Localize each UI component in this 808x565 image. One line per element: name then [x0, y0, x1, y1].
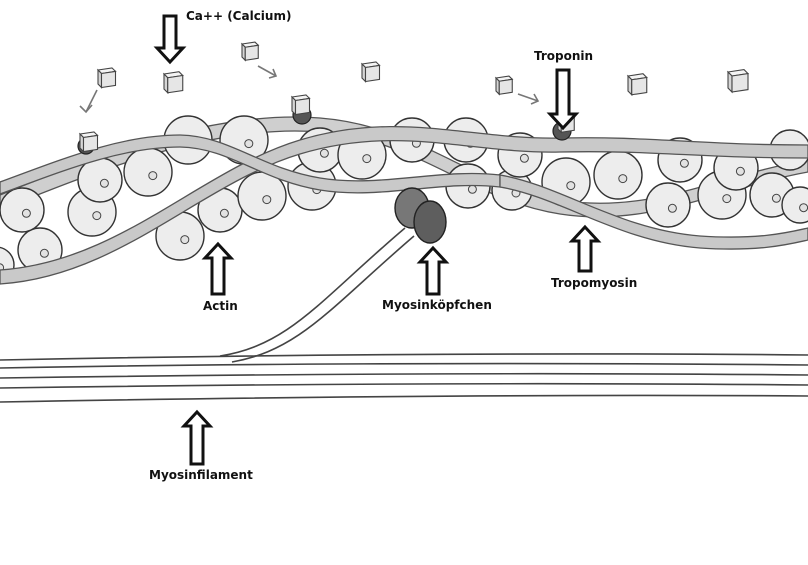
cube-icon — [78, 131, 99, 153]
actin-bead-dot — [519, 153, 529, 163]
actin-bead — [781, 186, 808, 224]
actin-bead-dot — [148, 171, 158, 181]
actin-bead-dot — [219, 208, 229, 218]
actin-bead-dot — [262, 195, 272, 205]
cube-icon — [290, 94, 311, 116]
label-actin: Actin — [203, 299, 238, 313]
actin-bead-dot — [566, 181, 576, 191]
motion-arrows — [79, 65, 540, 114]
actin-bead-dot — [21, 208, 31, 218]
actin-bead-dot — [99, 178, 109, 188]
pointer-arrows — [153, 14, 602, 466]
actin-bead-dot — [180, 235, 190, 245]
actin-bead-dot — [799, 203, 808, 213]
tropomyosin-strand-back — [0, 116, 808, 218]
actin-bead-dot — [667, 203, 677, 213]
tropomyosin-strand-front — [0, 125, 808, 285]
outline-arrow-icon — [416, 245, 450, 296]
actin-beads — [0, 115, 808, 284]
actin-bead-dot — [467, 184, 477, 194]
cube-icon — [726, 69, 750, 94]
actin-bead — [0, 187, 45, 233]
actin-bead-dot — [39, 248, 49, 258]
label-calcium: Ca++ (Calcium) — [186, 9, 291, 23]
actin-bead-dot — [679, 158, 689, 168]
actin-bead-dot — [735, 166, 745, 176]
myosin-neck — [219, 227, 415, 363]
outline-arrow-icon — [201, 241, 235, 296]
actin-bead — [593, 150, 643, 200]
cube-icon — [494, 75, 514, 96]
myosin-filament — [0, 353, 808, 403]
cube-icon — [240, 41, 260, 62]
actin-bead-dot — [771, 193, 781, 203]
actin-bead-dot — [722, 194, 732, 204]
outline-arrow-icon — [568, 224, 602, 273]
actin-bead — [645, 182, 691, 228]
cube-icon — [626, 73, 648, 97]
actin-bead-dot — [362, 154, 372, 164]
label-myosin-head: Myosinköpfchen — [382, 298, 492, 312]
actin-bead-dot — [92, 211, 102, 221]
label-troponin: Troponin — [534, 49, 593, 63]
myosin-head — [394, 187, 447, 244]
outline-arrow-icon — [153, 14, 187, 65]
actin-bead-dot — [319, 148, 329, 158]
label-myosin-filament: Myosinfilament — [149, 468, 253, 482]
actin-bead-dot — [244, 139, 254, 149]
actin-bead — [123, 147, 173, 197]
cube-icon — [360, 61, 381, 83]
label-tropomyosin: Tropomyosin — [551, 276, 637, 290]
outline-arrow-icon — [180, 409, 214, 466]
actin-bead-dot — [618, 174, 628, 184]
cube-icon — [162, 71, 184, 95]
cube-icon — [96, 67, 117, 89]
outline-arrow-icon — [546, 68, 580, 131]
